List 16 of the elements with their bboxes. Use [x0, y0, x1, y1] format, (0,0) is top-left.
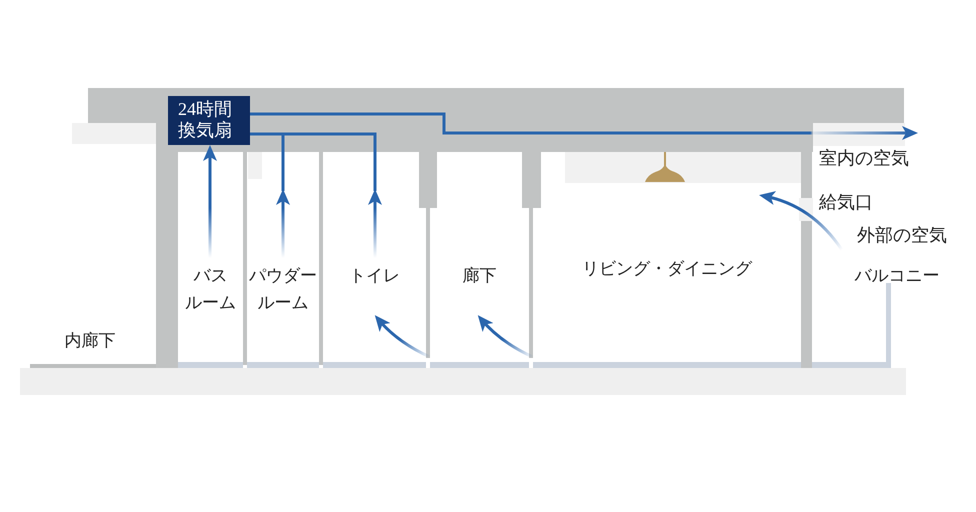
airflow-arrow — [276, 189, 290, 258]
room-label: パウダールーム — [248, 265, 318, 314]
edge-label: 室内の空気 — [818, 147, 910, 169]
edge-label: 外部の空気 — [856, 224, 948, 246]
room-label: トイレ — [348, 265, 401, 287]
airflow-arrow — [478, 315, 534, 358]
ventilation-fan-box: 24時間換気扇 — [168, 96, 250, 145]
airflow-arrow — [374, 315, 431, 358]
airflow-arrow — [203, 145, 217, 258]
room-label: リビング・ダイニング — [581, 258, 754, 280]
airflow-arrow — [759, 192, 844, 251]
room-label: バルコニー — [854, 265, 940, 287]
room-label: 廊下 — [462, 265, 498, 287]
airflow-arrow — [368, 189, 382, 258]
room-label: 内廊下 — [64, 330, 116, 352]
room-label: バスルーム — [184, 265, 237, 314]
